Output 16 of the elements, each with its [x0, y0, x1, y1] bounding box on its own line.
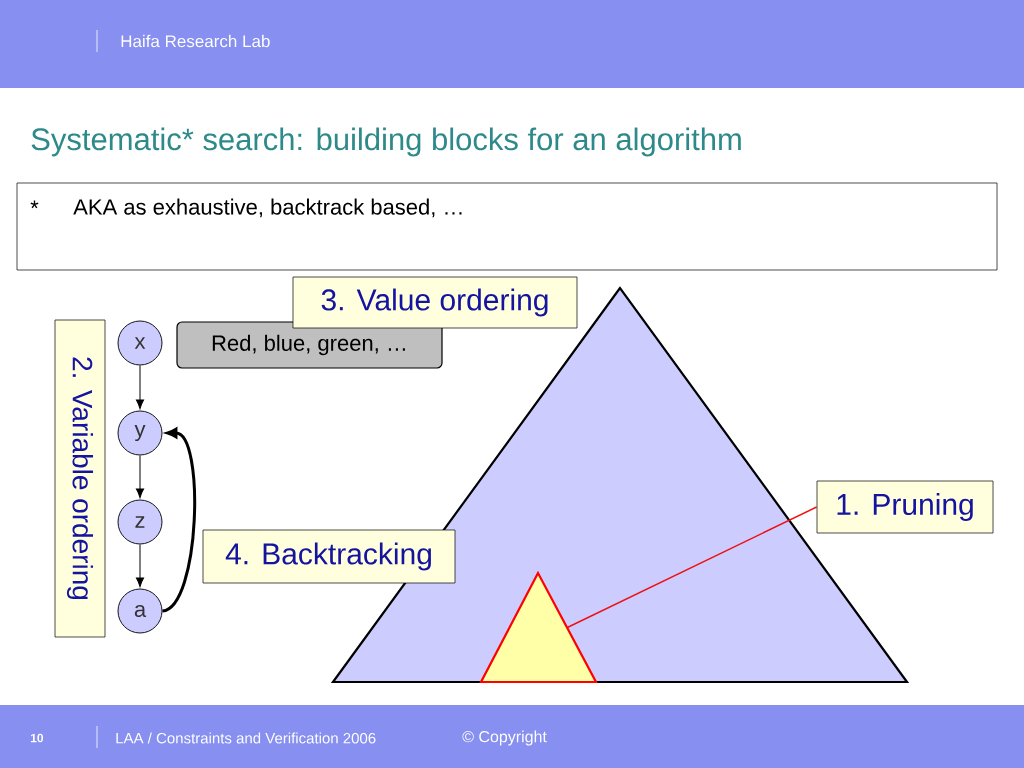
- value-ordering-box: 3. Value ordering: [292, 276, 578, 329]
- arrow: [135, 364, 145, 410]
- arrow: [135, 543, 145, 588]
- slide-title: Systematic* search: building blocks for an algorithm: [31, 127, 741, 157]
- footer-text: LAA / Constraints and Verification 2006: [116, 732, 376, 744]
- pruning-box: 1. Pruning: [816, 480, 994, 534]
- leader-line: [566, 506, 818, 629]
- copyright-text: © Copyright: [462, 730, 547, 746]
- header-text: Haifa Research Lab: [121, 34, 270, 48]
- page-number: 10: [30, 733, 44, 743]
- note-box: * AKA as exhaustive, backtrack based, …: [16, 182, 998, 271]
- variable-ordering-box: 2. Variable ordering: [54, 319, 106, 638]
- arrow: [135, 454, 145, 499]
- backtracking-box: 4. Backtracking: [202, 529, 456, 584]
- backtrack-arrow: [161, 427, 197, 613]
- values-box: Red, blue, green, …: [176, 321, 443, 369]
